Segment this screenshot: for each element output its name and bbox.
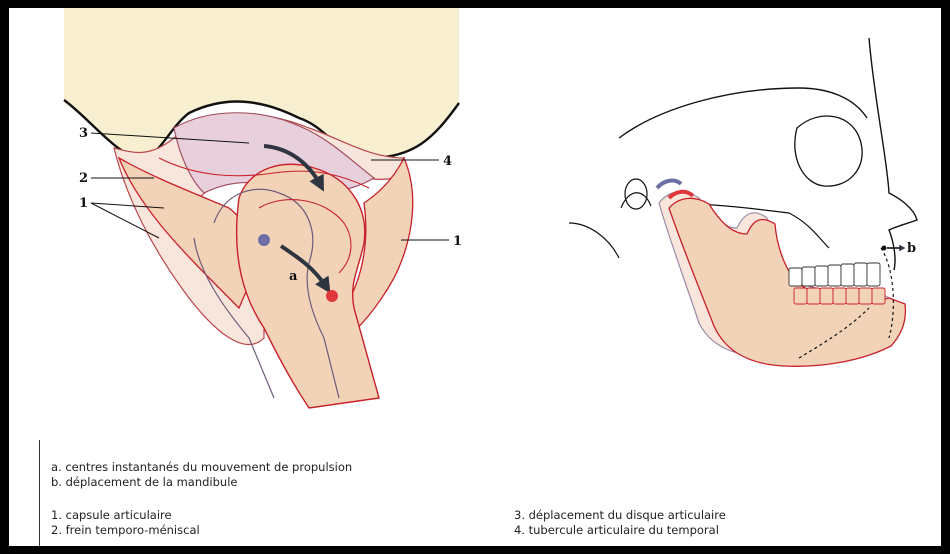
- figure-frame: 3 2 1 4 1 a: [9, 8, 941, 546]
- upper-teeth: [789, 263, 880, 286]
- label-4: 4: [443, 154, 452, 169]
- condyle-marker-blue: [657, 181, 681, 188]
- cranium-back: [619, 88, 867, 138]
- legend-item-4: 4. tubercule articulaire du temporal: [514, 523, 726, 538]
- label-2: 2: [79, 171, 88, 186]
- legend-item-3: 3. déplacement du disque articulaire: [514, 508, 726, 523]
- legend-a: a. centres instantanés du mouvement de p…: [51, 460, 352, 475]
- legend-numbers-left: 1. capsule articulaire 2. frein temporo-…: [51, 508, 200, 538]
- label-a: a: [289, 269, 298, 284]
- label-b: b: [907, 241, 916, 256]
- lower-teeth: [794, 288, 885, 304]
- tmj-detail-diagram: 3 2 1 4 1 a: [64, 8, 462, 408]
- legend-b: b. déplacement de la mandibule: [51, 475, 352, 490]
- label-3: 3: [79, 126, 88, 141]
- ear-outline: [569, 193, 651, 258]
- skull-profile-diagram: b: [569, 38, 917, 366]
- skull-outline: [869, 38, 917, 270]
- legend-letters: a. centres instantanés du mouvement de p…: [51, 460, 352, 490]
- orbit: [795, 116, 862, 186]
- legend-item-2: 2. frein temporo-méniscal: [51, 523, 200, 538]
- legend-item-1: 1. capsule articulaire: [51, 508, 200, 523]
- mastoid: [625, 179, 647, 209]
- label-1-right: 1: [453, 234, 462, 249]
- point-b: [882, 246, 887, 251]
- legend-rule: [39, 440, 40, 546]
- marker-red: [326, 290, 338, 302]
- legend-numbers-right: 3. déplacement du disque articulaire 4. …: [514, 508, 726, 538]
- label-1-left: 1: [79, 196, 88, 211]
- marker-blue: [258, 234, 270, 246]
